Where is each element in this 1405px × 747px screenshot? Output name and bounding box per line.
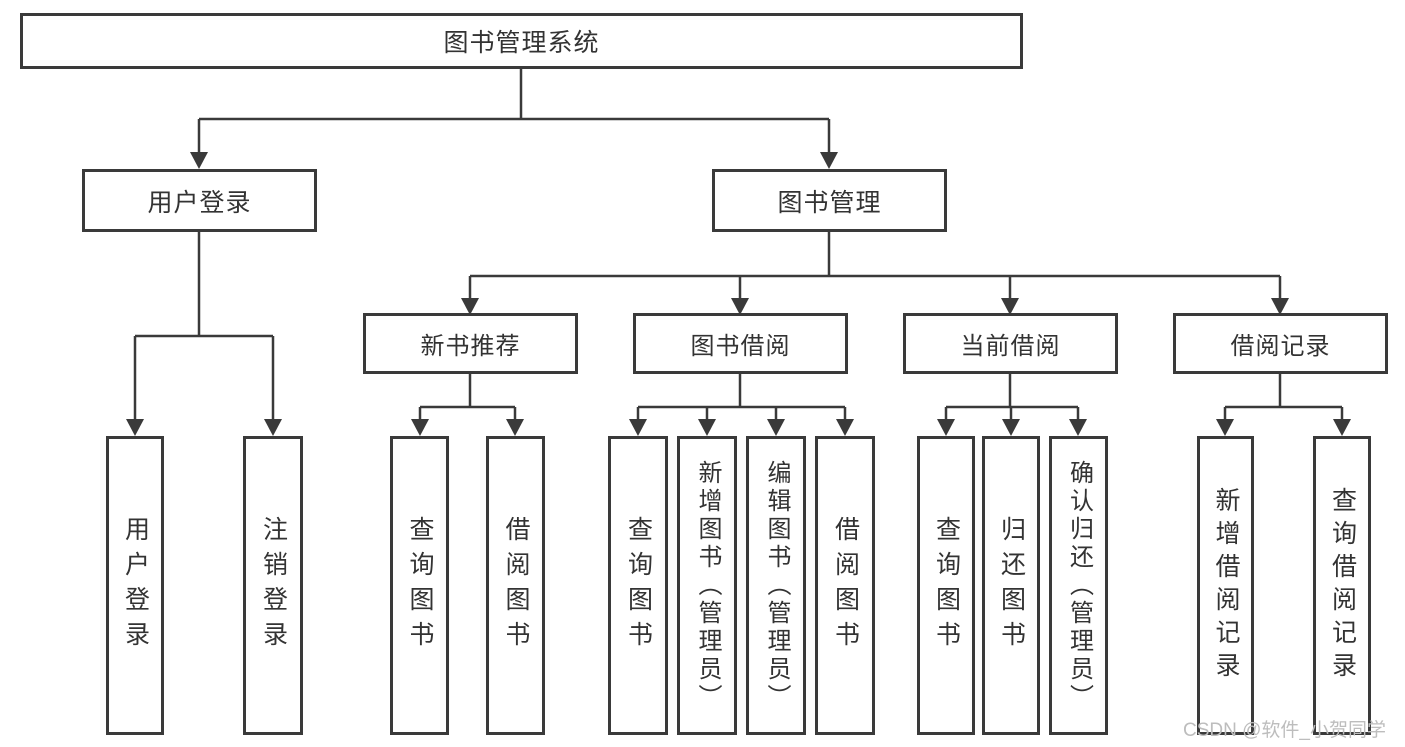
node-borrowing-records: 借阅记录 <box>1173 313 1388 374</box>
leaf-label: 查询借阅记录 <box>1328 486 1357 685</box>
leaf-edit-books-admin: 编辑图书（管理员） <box>746 436 806 735</box>
leaf-label: 查询图书 <box>406 515 434 656</box>
leaf-label: 用户登录 <box>121 515 150 656</box>
leaf-user-login: 用户登录 <box>106 436 164 735</box>
leaf-label: 归还图书 <box>997 515 1026 656</box>
leaf-recommend-query-books: 查询图书 <box>390 436 449 735</box>
leaf-borrowing-query-books: 查询图书 <box>608 436 668 735</box>
leaf-label: 确认归还（管理员） <box>1065 459 1093 712</box>
leaf-label: 查询图书 <box>624 515 653 656</box>
node-current-borrowing: 当前借阅 <box>903 313 1118 374</box>
leaf-recommend-borrow-books: 借阅图书 <box>486 436 545 735</box>
leaf-label: 新增借阅记录 <box>1212 486 1240 685</box>
leaf-label: 注销登录 <box>259 515 288 656</box>
leaf-label: 查询图书 <box>932 515 961 656</box>
leaf-query-borrow-record: 查询借阅记录 <box>1313 436 1371 735</box>
leaf-confirm-return-admin: 确认归还（管理员） <box>1049 436 1108 735</box>
node-library-system: 图书管理系统 <box>20 13 1023 69</box>
leaf-add-books-admin: 新增图书（管理员） <box>677 436 737 735</box>
node-book-management: 图书管理 <box>712 169 947 232</box>
node-new-book-recommend: 新书推荐 <box>363 313 578 374</box>
arrowheads <box>126 152 1351 436</box>
leaf-label: 新增图书（管理员） <box>694 459 721 712</box>
leaf-label: 编辑图书（管理员） <box>763 459 790 712</box>
node-book-borrowing: 图书借阅 <box>633 313 848 374</box>
leaf-borrowing-borrow-books: 借阅图书 <box>815 436 875 735</box>
leaf-label: 借阅图书 <box>831 515 860 656</box>
leaf-label: 借阅图书 <box>502 515 530 656</box>
leaf-add-borrow-record: 新增借阅记录 <box>1197 436 1254 735</box>
node-user-login: 用户登录 <box>82 169 317 232</box>
leaf-current-query-books: 查询图书 <box>917 436 975 735</box>
leaf-logout: 注销登录 <box>243 436 303 735</box>
tree-edges <box>133 69 1344 420</box>
watermark: CSDN @软件_小贺同学 <box>1183 720 1386 741</box>
leaf-return-books: 归还图书 <box>982 436 1040 735</box>
